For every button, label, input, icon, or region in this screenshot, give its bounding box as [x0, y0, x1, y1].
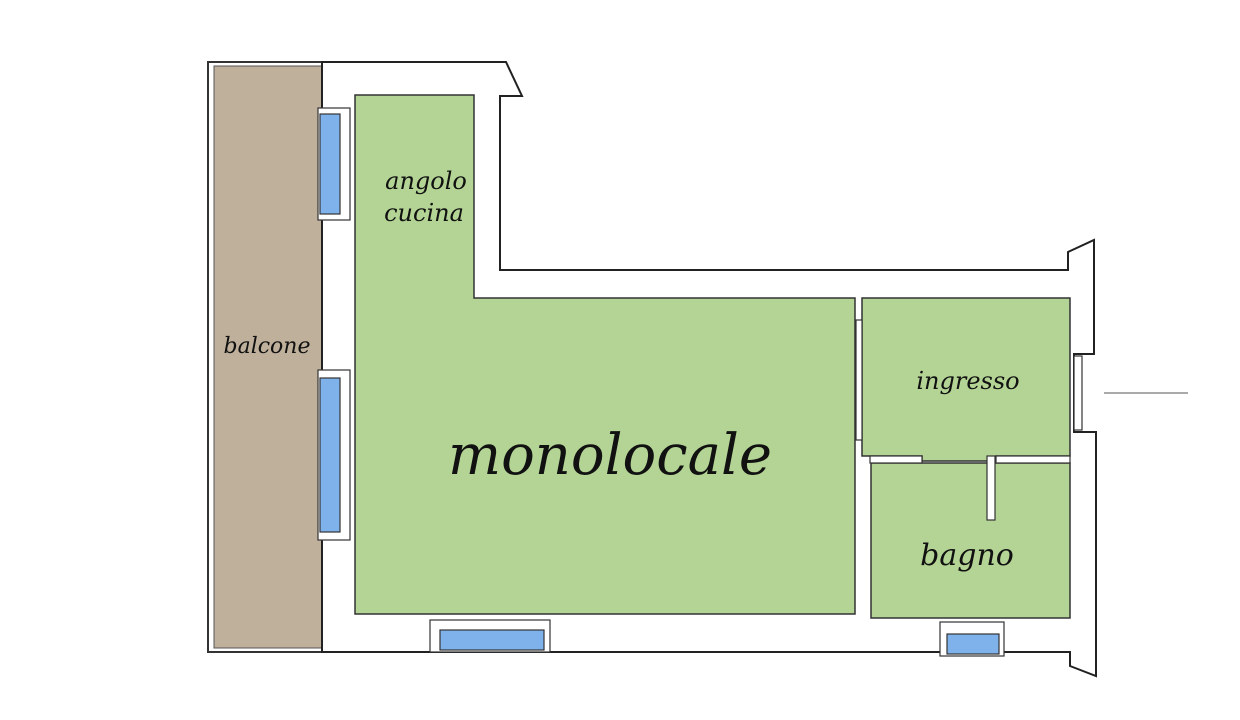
label-angolo: angolo	[385, 167, 467, 195]
label-balcone: balcone	[224, 334, 311, 359]
ingresso-bagno-wall-left	[869, 455, 923, 464]
window-kitchen-glass	[319, 113, 341, 215]
bagno-floor	[870, 462, 1071, 619]
door-jamb-bagno	[986, 455, 996, 521]
balcony-floor	[213, 65, 323, 649]
entrance-door-frame	[1073, 355, 1083, 431]
monolocale-floor	[354, 94, 856, 615]
balcony	[207, 61, 325, 653]
window-bagno-glass	[946, 633, 1000, 655]
window-studio-west-glass	[319, 377, 341, 533]
label-ingresso: ingresso	[916, 367, 1019, 395]
window-studio-south-glass	[439, 629, 545, 651]
ingresso-bagno-wall-right	[995, 455, 1071, 464]
windows	[317, 107, 1005, 657]
label-monolocale: monolocale	[448, 423, 772, 488]
partition-walls	[855, 319, 1188, 521]
label-bagno: bagno	[920, 538, 1014, 573]
door-jamb-studio	[855, 319, 863, 441]
label-cucina: cucina	[384, 199, 464, 227]
